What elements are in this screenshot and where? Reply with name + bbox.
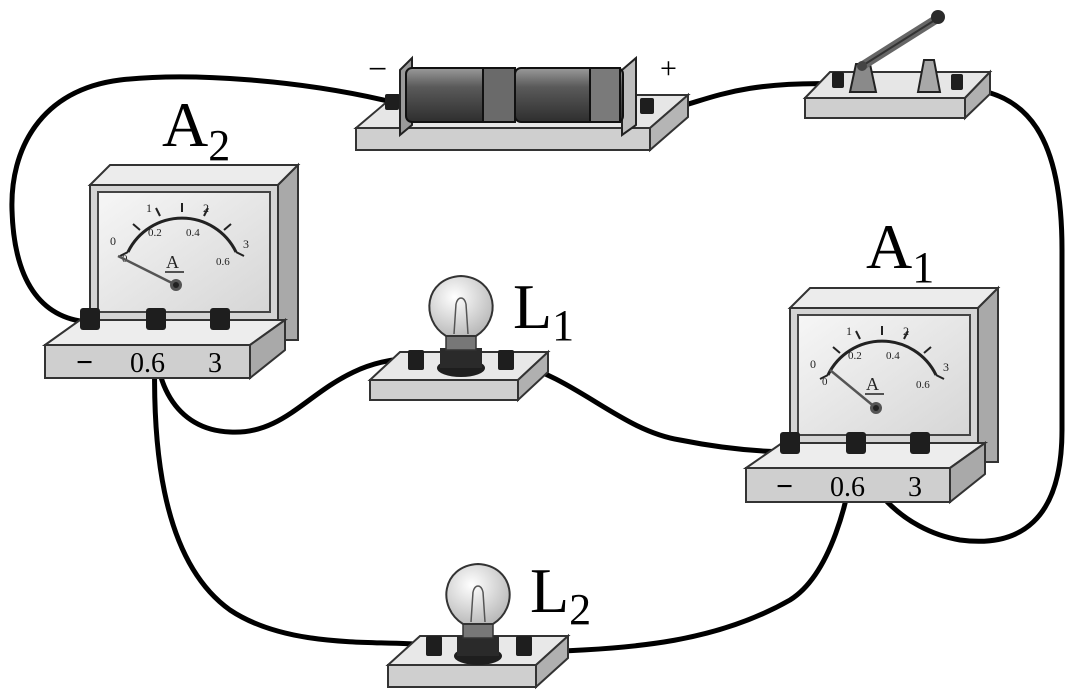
a1-terminal-negative-label: − [776, 470, 793, 503]
a1-scale-ticks [819, 326, 945, 380]
a1-terminal-3-label: 3 [908, 472, 922, 503]
a1-scale-top-0: 0 [810, 357, 816, 371]
ammeter-a1: − 0.6 3 0 1 2 3 0 0.2 0.4 0.6 A [742, 285, 1001, 505]
ammeter-a2: − 0.6 3 0 1 2 3 0 0.2 0.4 0.6 A [41, 162, 301, 381]
label-a2: A2 [162, 89, 230, 170]
battery-negative-terminal [385, 94, 399, 110]
battery-positive-terminal [640, 98, 654, 114]
wire-battery-to-a2 [9, 74, 395, 325]
a2-scale-top-1: 1 [146, 201, 152, 215]
a1-negative-terminal [780, 432, 800, 454]
a2-scale-top-2: 2 [203, 201, 209, 215]
a2-0.6-terminal [146, 308, 166, 330]
a2-unit-label: A [166, 252, 179, 272]
a2-scale-ticks [119, 203, 245, 257]
a2-terminal-06-label: 0.6 [130, 348, 165, 379]
a2-scale-top-3: 3 [243, 237, 249, 251]
a2-scale-bottom-06: 0.6 [216, 256, 230, 268]
a1-scale-bottom-0: 0 [822, 376, 828, 388]
a2-3-terminal [210, 308, 230, 330]
a2-scale-top-0: 0 [110, 234, 116, 248]
a2-terminal-negative-label: − [76, 346, 93, 379]
label-l2: L2 [530, 555, 591, 634]
knife-switch [802, 10, 993, 121]
battery-negative-sign: − [368, 51, 387, 88]
wire-switch-to-a1 [855, 85, 1065, 544]
bulb-l1 [367, 274, 551, 403]
battery: − + [353, 51, 691, 153]
a1-needle [829, 369, 877, 409]
a1-scale-top-3: 3 [943, 360, 949, 374]
bulb-l2 [385, 562, 571, 690]
a2-scale-bottom-04: 0.4 [186, 227, 200, 239]
a1-scale-top-1: 1 [846, 324, 852, 338]
a2-negative-terminal [80, 308, 100, 330]
label-l1: L1 [513, 271, 574, 350]
wire-l2-to-a1 [522, 442, 858, 655]
a1-scale-bottom-04: 0.4 [886, 350, 900, 362]
wire-a2-to-l2 [152, 322, 435, 648]
a2-scale-bottom-02: 0.2 [148, 227, 162, 239]
a2-needle [117, 254, 177, 287]
a1-0.6-terminal [846, 432, 866, 454]
a1-unit-label: A [866, 374, 879, 394]
label-a1: A1 [866, 211, 934, 292]
wire-l1-to-a1 [505, 357, 798, 455]
a1-scale-top-2: 2 [903, 324, 909, 338]
a1-scale-bottom-02: 0.2 [848, 350, 862, 362]
a1-scale-bottom-06: 0.6 [916, 379, 930, 391]
a2-terminal-3-label: 3 [208, 348, 222, 379]
battery-positive-sign: + [660, 52, 677, 85]
a1-terminal-06-label: 0.6 [830, 472, 865, 503]
a1-3-terminal [910, 432, 930, 454]
